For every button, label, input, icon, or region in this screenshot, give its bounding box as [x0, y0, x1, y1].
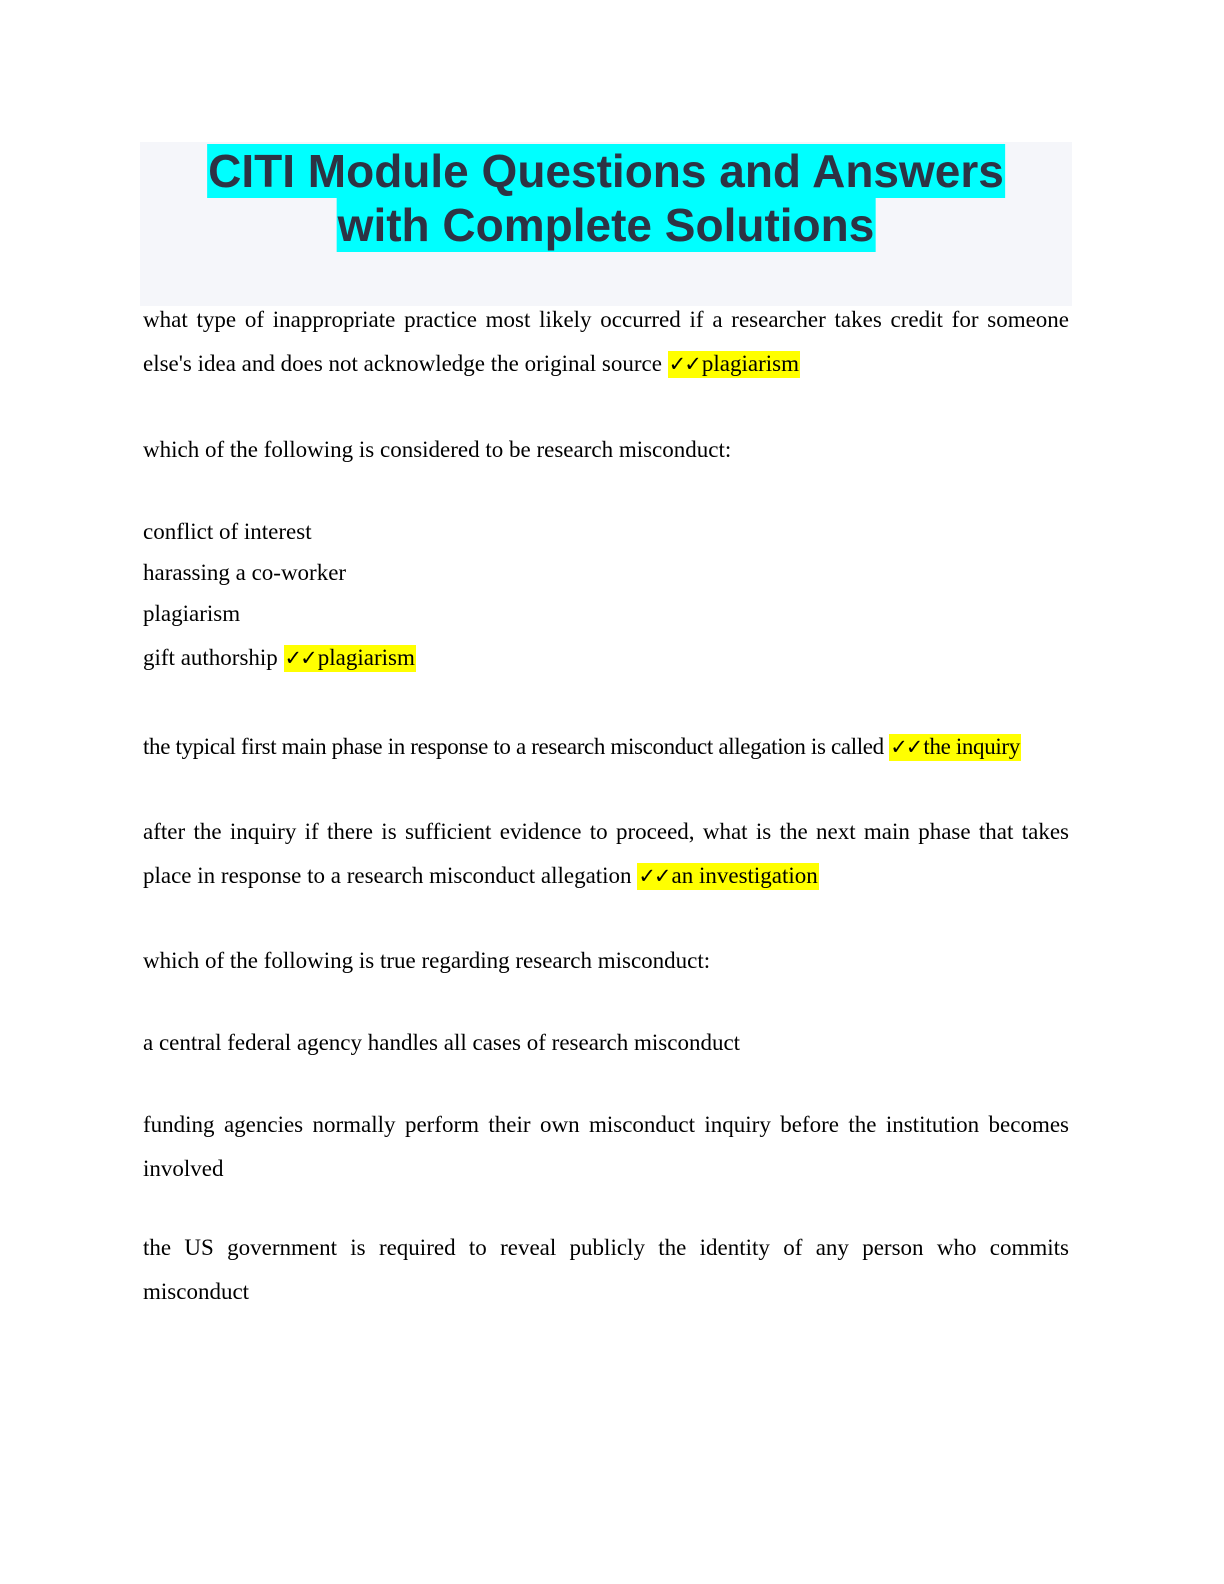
- answer-1: ✓✓plagiarism: [667, 351, 800, 378]
- question-2-option-4: gift authorship: [143, 645, 278, 670]
- answer-3: ✓✓the inquiry: [889, 734, 1021, 761]
- question-2-option-3: plagiarism: [143, 601, 241, 626]
- question-4-line-2: place in response to a research miscondu…: [143, 860, 819, 892]
- question-5-option-3: the US government is required to reveal …: [143, 1235, 1069, 1304]
- double-check-icon: ✓✓: [668, 352, 702, 376]
- title-line-2: with Complete Solutions: [336, 198, 876, 252]
- question-3: the typical first main phase in response…: [143, 734, 884, 759]
- question-5-option-1: a central federal agency handles all cas…: [143, 1030, 741, 1055]
- double-check-icon: ✓✓: [890, 735, 923, 759]
- question-5-option-2: funding agencies normally perform their …: [143, 1112, 1069, 1181]
- answer-4-text: an investigation: [671, 863, 818, 888]
- double-check-icon: ✓✓: [284, 646, 318, 670]
- question-2: which of the following is considered to …: [143, 437, 732, 462]
- question-5: which of the following is true regarding…: [143, 948, 711, 973]
- answer-1-text: plagiarism: [701, 351, 799, 376]
- question-4-line-1: after the inquiry if there is sufficient…: [143, 819, 1069, 844]
- double-check-icon: ✓✓: [638, 864, 671, 888]
- question-2-option-1: conflict of interest: [143, 519, 312, 544]
- title-banner: CITI Module Questions and Answers with C…: [140, 142, 1072, 306]
- question-1-line-2: else's idea and does not acknowledge the…: [143, 348, 800, 380]
- question-2-option-2: harassing a co-worker: [143, 560, 347, 585]
- question-4-text: place in response to a research miscondu…: [143, 863, 632, 888]
- question-1-line-1: what type of inappropriate practice most…: [143, 307, 1069, 332]
- answer-4: ✓✓an investigation: [637, 863, 819, 890]
- answer-3-text: the inquiry: [923, 734, 1020, 759]
- answer-2-text: plagiarism: [317, 645, 415, 670]
- title-line-1: CITI Module Questions and Answers: [207, 144, 1005, 198]
- question-1-text: else's idea and does not acknowledge the…: [143, 351, 662, 376]
- answer-2: ✓✓plagiarism: [283, 645, 416, 672]
- question-2-option-4-line: gift authorship ✓✓plagiarism: [143, 642, 416, 674]
- question-3-line: the typical first main phase in response…: [143, 731, 1021, 763]
